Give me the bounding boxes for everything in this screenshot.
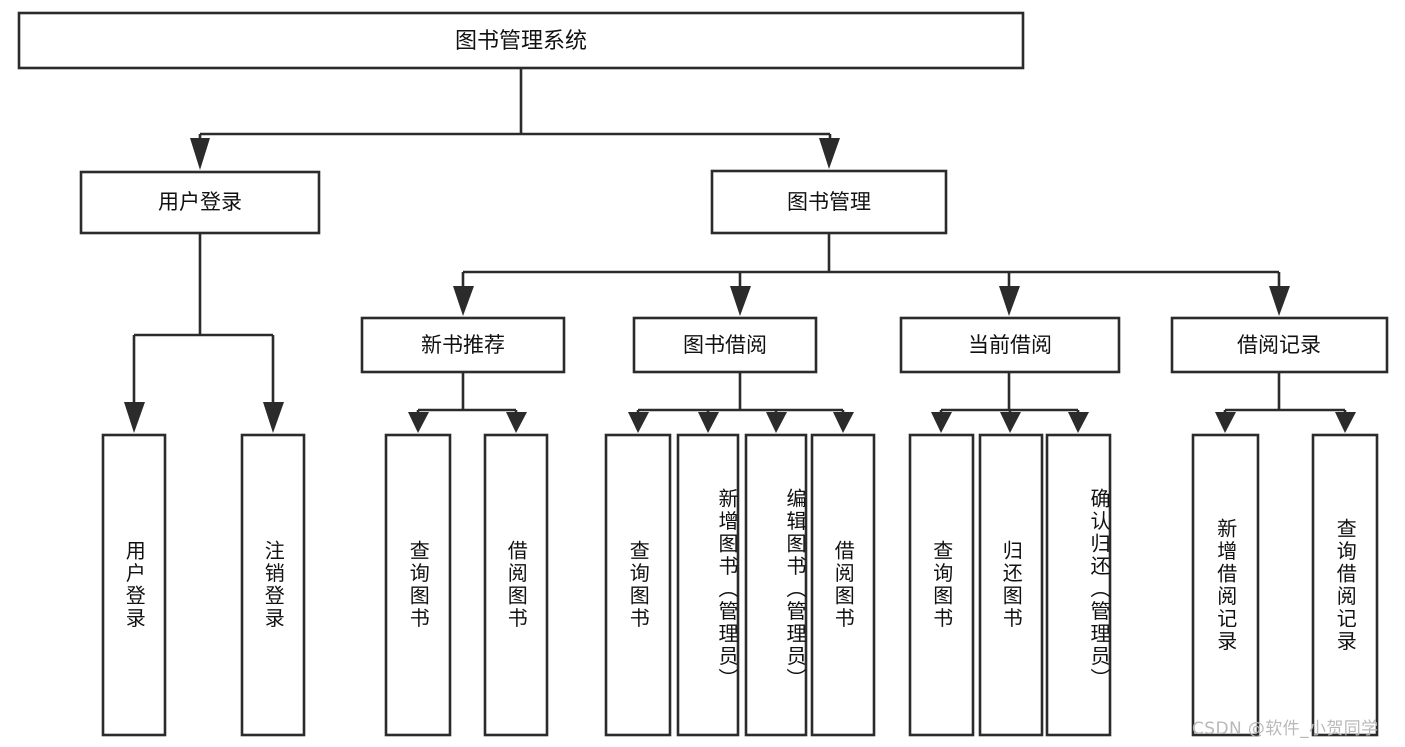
node-box-leaf-add-book[interactable] xyxy=(676,433,740,737)
node-box-root[interactable] xyxy=(17,11,1025,70)
node-box-leaf-query-book-2[interactable] xyxy=(604,433,672,737)
arrow-head-leaf-borrow-book-1 xyxy=(506,412,527,433)
node-box-user-login[interactable] xyxy=(79,170,321,235)
node-label-root: 图书管理系统 xyxy=(455,29,587,54)
arrow-head-new-book-recommend xyxy=(453,286,474,316)
node-label-book-manage: 图书管理 xyxy=(787,190,871,214)
arrow-head-book-manage xyxy=(819,138,840,169)
node-layer: 图书管理系统 用户登录 图书管理 新书推荐 图书借阅 当前借阅 借阅记录 xyxy=(17,11,1389,737)
node-box-current-borrow[interactable] xyxy=(899,316,1121,374)
node-box-book-borrow[interactable] xyxy=(632,316,818,374)
node-box-leaf-borrow-book-2[interactable] xyxy=(810,433,876,737)
arrow-head-user-login xyxy=(190,138,210,170)
node-box-book-manage[interactable] xyxy=(710,169,948,235)
node-box-leaf-logout-login[interactable] xyxy=(240,433,306,737)
arrow-head-leaf-confirm-return xyxy=(1068,412,1089,433)
node-box-leaf-query-book-1[interactable] xyxy=(384,433,452,737)
arrow-head-leaf-query-record xyxy=(1335,412,1356,433)
node-label-current-borrow: 当前借阅 xyxy=(968,333,1052,357)
arrow-head-leaf-query-book-3 xyxy=(931,412,952,433)
arrow-head-book-borrow xyxy=(730,286,751,316)
node-label-borrow-record: 借阅记录 xyxy=(1237,333,1321,357)
node-box-leaf-borrow-book-1[interactable] xyxy=(483,433,549,737)
arrow-head-leaf-return-book xyxy=(1000,412,1021,433)
node-box-leaf-confirm-return[interactable] xyxy=(1045,433,1112,737)
node-label-book-borrow: 图书借阅 xyxy=(683,333,767,357)
arrow-head-borrow-record xyxy=(1269,286,1290,316)
arrow-head-leaf-edit-book xyxy=(766,412,787,433)
node-box-leaf-add-record[interactable] xyxy=(1191,433,1260,737)
node-box-leaf-return-book[interactable] xyxy=(978,433,1044,737)
arrow-head-leaf-add-book xyxy=(698,412,719,433)
node-box-leaf-query-record[interactable] xyxy=(1311,433,1379,737)
node-box-leaf-edit-book[interactable] xyxy=(744,433,808,737)
csdn-watermark: CSDN @软件_小贺同学 xyxy=(1192,719,1379,739)
node-label-user-login: 用户登录 xyxy=(158,190,242,214)
node-box-new-book-recommend[interactable] xyxy=(360,316,566,374)
arrow-head-leaf-query-book-1 xyxy=(408,412,429,433)
arrow-head-leaf-borrow-book-2 xyxy=(833,412,854,433)
arrow-head-leaf-add-record xyxy=(1215,412,1236,433)
node-label-new-book-recommend: 新书推荐 xyxy=(421,333,505,357)
arrow-head-leaf-user-login xyxy=(124,402,145,433)
arrow-head-leaf-logout-login xyxy=(263,402,284,433)
arrow-head-leaf-query-book-2 xyxy=(628,412,649,433)
connector-layer xyxy=(124,68,1356,433)
arrow-head-current-borrow xyxy=(999,286,1020,316)
node-box-borrow-record[interactable] xyxy=(1170,316,1389,374)
node-box-leaf-query-book-3[interactable] xyxy=(908,433,975,737)
node-box-leaf-user-login[interactable] xyxy=(101,433,167,737)
